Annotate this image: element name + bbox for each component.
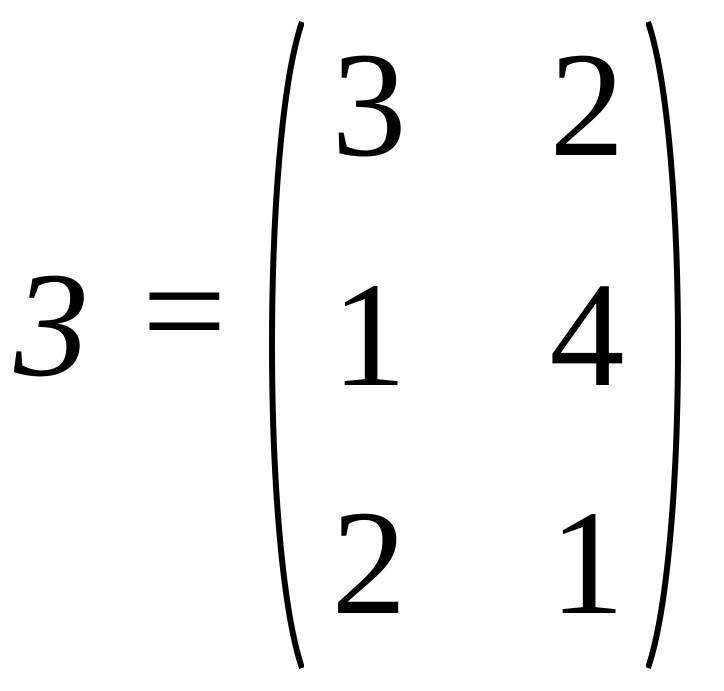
- right-parenthesis-icon: [646, 21, 681, 669]
- matrix-cell-r3c1: 2: [331, 480, 407, 646]
- matrix-cell-r1c1: 3: [331, 22, 407, 188]
- matrix-cell-r2c2: 4: [549, 252, 625, 418]
- matrix-cell-r3c2: 1: [549, 480, 625, 646]
- lhs-symbol: 3: [14, 242, 89, 408]
- left-parenthesis-icon: [269, 21, 304, 669]
- matrix-cell-r2c1: 1: [331, 252, 407, 418]
- matrix-cell-r1c2: 2: [549, 22, 625, 188]
- equals-sign: =: [142, 228, 227, 394]
